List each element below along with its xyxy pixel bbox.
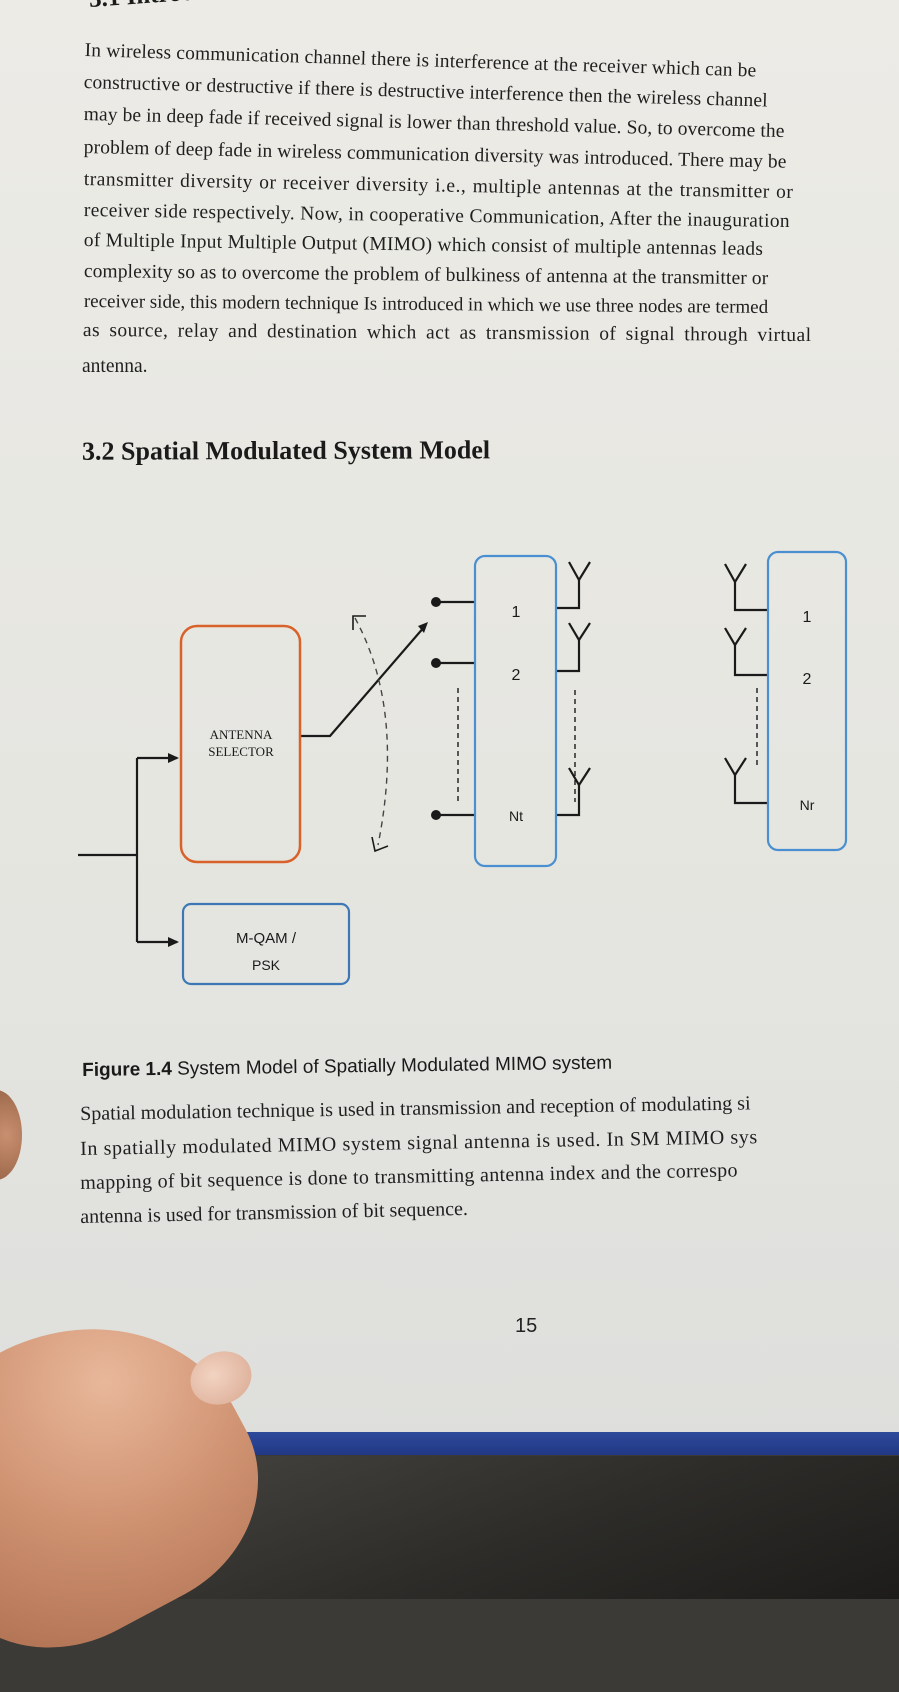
modulator-label-line1: M-QAM /: [236, 930, 297, 947]
arc-arrow-bottom-icon: [371, 836, 389, 853]
rx-index-label: 2: [803, 671, 812, 688]
section-heading-introduction: 3.1 Introduction: [88, 0, 263, 14]
antenna-icon: [724, 627, 747, 648]
antenna-icon: [724, 563, 747, 585]
tx-index-label: 2: [512, 667, 521, 684]
arrow-head-icon: [418, 622, 428, 633]
page-number: 15: [515, 1315, 538, 1337]
antenna-selector-label-line2: SELECTOR: [208, 744, 274, 759]
figure-label: Figure 1.4: [82, 1058, 173, 1081]
rx-index-label: Nr: [800, 797, 815, 813]
intro-line: problem of deep fade in wireless communi…: [83, 137, 787, 173]
rx-antenna-feed: [733, 582, 767, 612]
modulator-label-line2: PSK: [252, 957, 281, 973]
figure-caption: Figure 1.4 System Model of Spatially Mod…: [82, 1053, 612, 1082]
tx-index-label: Nt: [509, 808, 523, 824]
intro-line: transmitter diversity or receiver divers…: [83, 169, 794, 204]
antenna-selector-box: [179, 624, 302, 864]
body-line: Spatial modulation technique is used in …: [80, 1092, 751, 1125]
body-line: In spatially modulated MIMO system signa…: [80, 1126, 758, 1160]
figure-caption-text: System Model of Spatially Modulated MIMO…: [171, 1052, 613, 1080]
switch-contact-dot: [431, 597, 441, 607]
arrow-head-icon: [168, 937, 179, 947]
tx-antenna-feed: [556, 785, 581, 817]
arrow-head-icon: [168, 753, 179, 763]
thumb-photo: [0, 1090, 22, 1180]
body-line: mapping of bit sequence is done to trans…: [80, 1159, 738, 1194]
tx-index-label: 1: [512, 604, 521, 621]
antenna-selector-label-line1: ANTENNA: [210, 727, 273, 742]
antenna-icon: [724, 757, 747, 778]
rx-antenna-array: [766, 550, 848, 852]
intro-line: complexity so as to overcome the problem…: [83, 261, 769, 290]
switch-rotation-arc: [354, 617, 389, 846]
intro-line: receiver side, this modern technique Is …: [83, 291, 769, 318]
rx-index-label: 1: [803, 609, 812, 626]
body-line: antenna is used for transmission of bit …: [80, 1197, 469, 1228]
tx-antenna-array: [473, 554, 558, 868]
antenna-icon: [568, 561, 591, 583]
intro-line: antenna.: [82, 356, 148, 377]
intro-line: of Multiple Input Multiple Output (MIMO)…: [83, 230, 764, 260]
antenna-icon: [568, 767, 591, 788]
system-model-diagram: ANTENNA SELECTOR M-QAM / PSK 1 2 Nt 1 2 …: [78, 550, 848, 986]
modulator-box: [181, 902, 351, 986]
tx-antenna-feed: [556, 640, 581, 673]
rx-antenna-feed: [733, 645, 767, 677]
rx-antenna-feed: [733, 775, 767, 805]
switch-contact-dot: [431, 658, 441, 668]
intro-line: receiver side respectively. Now, in coop…: [83, 200, 791, 233]
antenna-icon: [568, 622, 591, 643]
book-page: 3.1 Introduction In wireless communicati…: [0, 0, 899, 1455]
section-heading-system-model: 3.2 Spatial Modulated System Model: [81, 435, 491, 466]
switch-contact-dot: [431, 810, 441, 820]
selector-output-line: [300, 625, 426, 738]
arc-arrow-top-icon: [352, 615, 366, 630]
tx-antenna-feed: [556, 580, 581, 610]
intro-line: as source, relay and destination which a…: [82, 320, 812, 347]
